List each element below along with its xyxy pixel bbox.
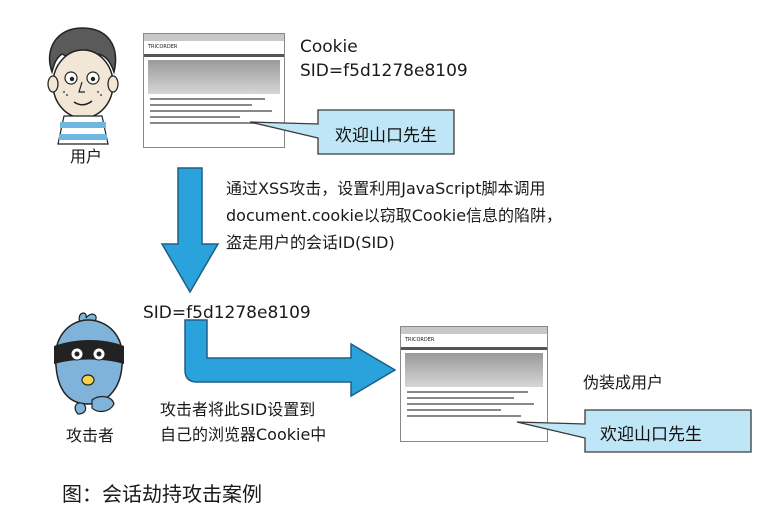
step1-line-2: document.cookie以窃取Cookie信息的陷阱， [226, 206, 563, 225]
hero-image [148, 60, 280, 94]
site-nav-bar [401, 347, 547, 350]
attacker-greeting-text: 欢迎山口先生 [600, 425, 702, 445]
site-header: TRICORDER [144, 41, 284, 54]
victim-greeting-callout-bg [249, 109, 455, 155]
step1-line-1: 通过XSS攻击，设置利用JavaScript脚本调用 [226, 179, 546, 198]
user-label: 用户 [70, 147, 103, 166]
impersonate-arrow [184, 319, 397, 398]
hero-image [405, 353, 543, 387]
site-header: TRICORDER [401, 334, 547, 347]
steal-session-arrow [160, 167, 220, 294]
user-avatar [38, 20, 128, 145]
attacker-greeting-callout-bg [516, 409, 752, 453]
site-logo: TRICORDER [405, 337, 435, 343]
body-text-lines [150, 98, 278, 124]
site-logo: TRICORDER [148, 44, 178, 50]
step2-line-2: 自己的浏览器Cookie中 [160, 425, 327, 444]
site-nav-bar [144, 54, 284, 57]
window-titlebar [401, 327, 547, 334]
cookie-title: Cookie [300, 37, 358, 57]
attacker-avatar [46, 308, 132, 418]
cookie-value: SID=f5d1278e8109 [300, 61, 468, 81]
victim-greeting-text: 欢迎山口先生 [335, 126, 437, 146]
stolen-sid: SID=f5d1278e8109 [143, 303, 311, 323]
impersonate-label: 伪装成用户 [583, 373, 664, 392]
figure-caption: 图：会话劫持攻击案例 [62, 482, 262, 506]
step1-line-3: 盗走用户的会话ID(SID) [226, 233, 395, 252]
window-titlebar [144, 34, 284, 41]
victim-browser-window: TRICORDER [143, 33, 285, 148]
body-text-lines [407, 391, 541, 417]
step2-line-1: 攻击者将此SID设置到 [160, 400, 316, 419]
attacker-label: 攻击者 [66, 426, 115, 445]
